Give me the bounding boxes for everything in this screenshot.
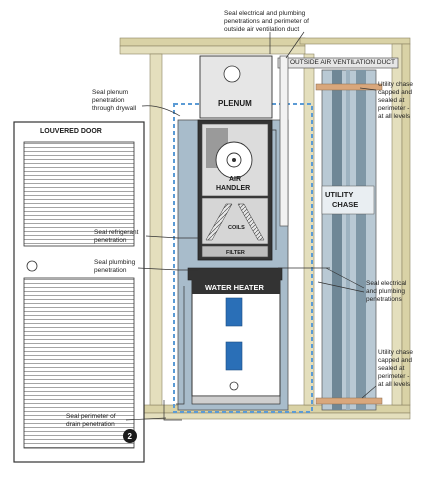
- svg-text:outside air ventilation duct: outside air ventilation duct: [224, 26, 299, 33]
- svg-text:Seal electrical and plumbing: Seal electrical and plumbing: [224, 10, 306, 17]
- svg-text:Utility chase: Utility chase: [378, 81, 413, 88]
- access-panel-lower: [225, 341, 243, 371]
- door-knob[interactable]: [26, 260, 38, 272]
- callout-electrical: Seal electrical and plumbing penetration…: [366, 280, 407, 303]
- utility-chase-label-2: CHASE: [332, 200, 358, 209]
- callout-top: Seal electrical and plumbing penetration…: [224, 10, 309, 33]
- callout-refrigerant: Seal refrigerant penetration: [94, 229, 139, 244]
- svg-text:capped and: capped and: [378, 89, 412, 96]
- access-panel-upper: [225, 297, 243, 327]
- callout-drain: Seal perimeter of drain penetration: [66, 413, 116, 428]
- louvered-door-label: LOUVERED DOOR: [40, 128, 102, 135]
- water-heater-label: WATER HEATER: [205, 283, 264, 292]
- svg-text:perimeter -: perimeter -: [378, 373, 409, 380]
- filter-label: FILTER: [226, 250, 245, 256]
- coils-label: COILS: [228, 225, 245, 231]
- callout-plenum-seal: Seal plenum penetration through drywall: [92, 89, 137, 112]
- air-handler-label-1: AIR: [229, 176, 241, 183]
- svg-text:penetrations: penetrations: [366, 296, 403, 303]
- svg-text:Utility chase: Utility chase: [378, 349, 413, 356]
- utility-chase-label-1: UTILITY: [325, 190, 353, 199]
- drain-valve-icon: [229, 381, 239, 391]
- water-heater: [187, 267, 283, 405]
- svg-text:penetration: penetration: [94, 237, 127, 244]
- svg-text:Seal plenum: Seal plenum: [92, 89, 128, 96]
- svg-text:drain penetration: drain penetration: [66, 421, 115, 428]
- air-handler-label-2: HANDLER: [216, 185, 250, 192]
- plenum-label: PLENUM: [218, 99, 252, 108]
- coil-icon: [205, 203, 233, 241]
- svg-text:penetration: penetration: [92, 97, 125, 104]
- louvered-door[interactable]: [13, 121, 145, 463]
- callout-chase-bottom: Utility chase capped and sealed at perim…: [378, 349, 413, 388]
- svg-text:penetrations and perimeter of: penetrations and perimeter of: [224, 18, 309, 25]
- svg-text:2: 2: [128, 432, 133, 441]
- svg-text:penetration: penetration: [94, 267, 127, 274]
- utility-chase: [315, 69, 383, 411]
- callout-plumbing: Seal plumbing penetration: [94, 259, 136, 274]
- svg-text:Seal electrical: Seal electrical: [366, 280, 407, 287]
- svg-text:and plumbing: and plumbing: [366, 288, 405, 295]
- svg-text:Seal plumbing: Seal plumbing: [94, 259, 136, 266]
- callout-chase-top: Utility chase capped and sealed at perim…: [378, 81, 413, 120]
- svg-text:Seal refrigerant: Seal refrigerant: [94, 229, 139, 236]
- plenum: [199, 55, 273, 119]
- svg-text:sealed at: sealed at: [378, 97, 405, 104]
- svg-text:at all levels: at all levels: [378, 113, 411, 120]
- svg-text:at all levels: at all levels: [378, 381, 411, 388]
- plenum-port: [223, 65, 241, 83]
- duct-label: OUTSIDE AIR VENTILATION DUCT: [290, 59, 395, 66]
- ventilation-duct: [277, 55, 399, 227]
- number-badge: 2: [123, 429, 137, 443]
- air-handler-cabinet: [197, 119, 273, 261]
- svg-text:through drywall: through drywall: [92, 105, 137, 112]
- svg-text:capped and: capped and: [378, 357, 412, 364]
- svg-text:Seal perimeter of: Seal perimeter of: [66, 413, 116, 420]
- svg-text:sealed at: sealed at: [378, 365, 405, 372]
- svg-text:perimeter -: perimeter -: [378, 105, 409, 112]
- closet-seal-outline: [173, 103, 313, 413]
